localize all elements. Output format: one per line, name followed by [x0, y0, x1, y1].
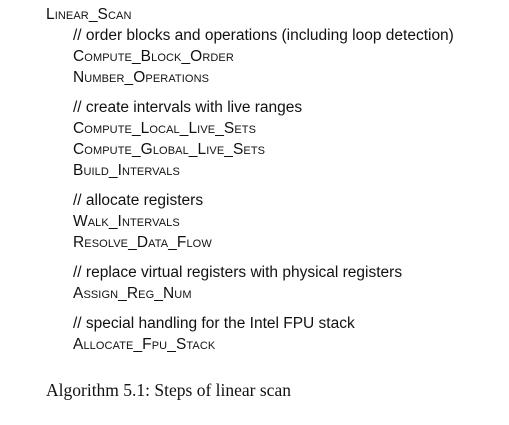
step-group-allocate: // allocate registers Walk_Intervals Res… — [46, 190, 506, 253]
comment-fpu: // special handling for the Intel FPU st… — [73, 315, 355, 332]
step-resolve-data-flow: Resolve_Data_Flow — [73, 234, 212, 251]
step-compute-local-live-sets: Compute_Local_Live_Sets — [73, 120, 257, 137]
step-compute-block-order: Compute_Block_Order — [73, 48, 234, 65]
comment-allocate: // allocate registers — [73, 192, 204, 209]
step-allocate-fpu-stack: Allocate_Fpu_Stack — [73, 336, 216, 353]
algorithm-name: Linear_Scan — [46, 6, 132, 23]
step-group-replace: // replace virtual registers with physic… — [46, 262, 506, 304]
algorithm-caption: Algorithm 5.1: Steps of linear scan — [46, 380, 291, 400]
comment-replace: // replace virtual registers with physic… — [73, 264, 403, 281]
step-group-intervals: // create intervals with live ranges Com… — [46, 97, 506, 181]
step-compute-global-live-sets: Compute_Global_Live_Sets — [73, 141, 266, 158]
algorithm-listing: Linear_Scan // order blocks and operatio… — [46, 4, 506, 355]
step-number-operations: Number_Operations — [73, 69, 210, 86]
comment-order: // order blocks and operations (includin… — [73, 27, 454, 44]
step-assign-reg-num: Assign_Reg_Num — [73, 285, 192, 302]
step-build-intervals: Build_Intervals — [73, 162, 180, 179]
comment-intervals: // create intervals with live ranges — [73, 99, 303, 116]
step-group-fpu: // special handling for the Intel FPU st… — [46, 313, 506, 355]
step-group-order: // order blocks and operations (includin… — [46, 25, 506, 88]
step-walk-intervals: Walk_Intervals — [73, 213, 180, 230]
